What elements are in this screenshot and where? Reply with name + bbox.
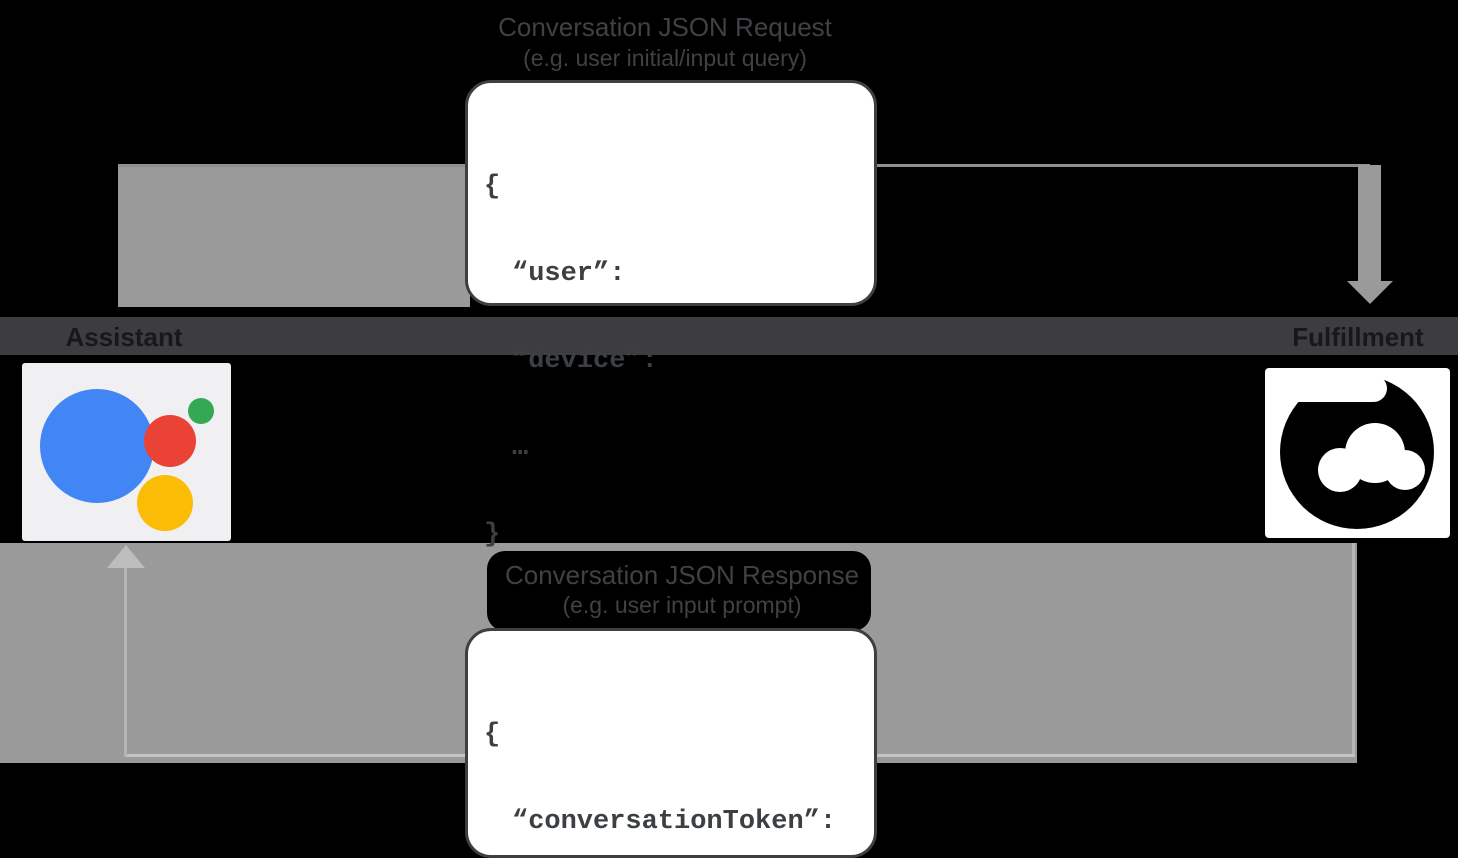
assistant-label: Assistant [65,322,183,352]
json-line: “user”: [512,259,626,289]
json-line: … [512,433,529,463]
response-flow-title: Conversation JSON Response [504,560,860,590]
request-json-code: { “user”: “device”: … } [468,83,874,608]
json-line: “device”: [512,346,658,376]
assistant-blue-dot [40,389,154,503]
response-json-box: { “conversationToken”: “userStorage”: … … [465,628,877,858]
request-json-box: { “user”: “device”: … } [465,80,877,550]
json-line: “conversationToken”: [512,807,837,837]
fulfillment-entity [1265,368,1450,538]
arrowhead-down-icon [1347,281,1393,304]
entity-name-band [0,317,1458,355]
assistant-yellow-dot [137,475,193,531]
cloud-icon [1280,375,1434,529]
request-flow-subtitle: (e.g. user initial/input query) [523,45,807,71]
response-label-backdrop [487,551,871,631]
response-json-code: { “conversationToken”: “userStorage”: … … [468,631,874,858]
request-arrow-shaft [1358,165,1381,281]
response-flow-subtitle: (e.g. user input prompt) [562,592,802,618]
assistant-green-dot [188,398,214,424]
assistant-red-dot [144,415,196,467]
json-line: { [484,720,501,750]
json-line: { [484,172,501,202]
cloud-base [1280,375,1387,402]
arrowhead-up-icon [107,545,145,568]
request-flow-title: Conversation JSON Request [498,12,832,42]
cloud-hump-right [1385,450,1425,490]
json-line: } [484,520,501,550]
request-arrow-panel [118,167,470,307]
response-arrow-line-left [124,567,127,757]
assistant-entity [22,363,231,541]
response-arrow-line-right [1352,543,1355,757]
fulfillment-label: Fulfillment [1292,322,1424,352]
